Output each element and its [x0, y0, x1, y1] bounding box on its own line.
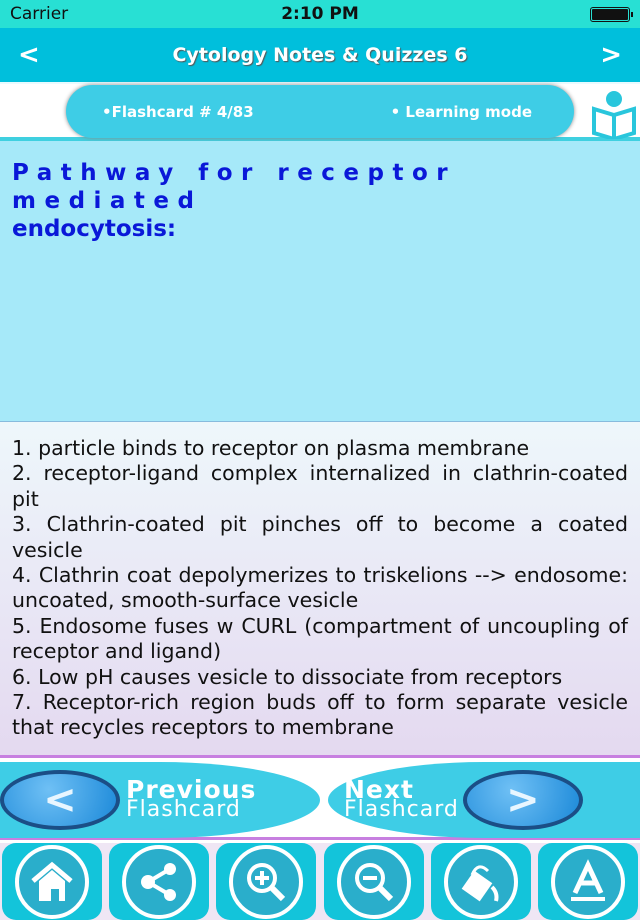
paint-bucket-icon: [461, 864, 499, 901]
chevron-right-icon: >: [462, 770, 583, 830]
flashcard-answer[interactable]: 1. particle binds to receptor on plasma …: [0, 422, 640, 758]
flashcard-question: Pathway for receptor mediated endocytosi…: [0, 141, 640, 422]
carrier: Carrier: [10, 4, 69, 24]
font-button[interactable]: [537, 843, 638, 920]
forward-button[interactable]: >: [600, 40, 622, 70]
back-button[interactable]: <: [18, 40, 40, 70]
answer-step: 5. Endosome fuses w CURL (compartment of…: [12, 613, 628, 664]
home-button[interactable]: [2, 843, 102, 920]
next-label: Next: [344, 775, 414, 804]
answer-step: 6. Low pH causes vesicle to dissociate f…: [12, 664, 563, 689]
question-line-1: Pathway for receptor mediated: [12, 160, 457, 214]
theme-button[interactable]: [430, 843, 531, 920]
mode-label: • Learning mode: [390, 102, 532, 121]
answer-step: 1. particle binds to receptor on plasma …: [12, 436, 530, 460]
next-flashcard-button[interactable]: Next Flashcard >: [328, 762, 640, 838]
answer-step: 4. Clathrin coat depolymerizes to triske…: [12, 563, 628, 613]
info-pill: •Flashcard # 4/83 • Learning mode: [66, 85, 574, 138]
nav-header: < Cytology Notes & Quizzes 6 >: [0, 28, 640, 84]
answer-step: 7. Receptor-rich region buds off to form…: [12, 690, 628, 740]
page-title: Cytology Notes & Quizzes 6: [172, 44, 468, 66]
font-icon: [570, 858, 605, 901]
reading-icon: [592, 91, 636, 139]
zoom-out-button[interactable]: [323, 843, 424, 920]
answer-step: 2. receptor-ligand complex internalized …: [12, 461, 628, 511]
answer-step: 3. Clathrin-coated pit pinches off to be…: [12, 512, 628, 562]
share-icon: [141, 862, 177, 901]
zoom-in-button[interactable]: [216, 843, 317, 920]
share-button[interactable]: [109, 843, 210, 920]
flashcard-counter: •Flashcard # 4/83: [102, 102, 254, 121]
flashcard-nav: < Previous Flashcard Next Flashcard >: [0, 760, 640, 840]
question-line-2: endocytosis:: [12, 216, 177, 242]
clock: 2:10 PM: [281, 4, 359, 24]
status-bar: Carrier 2:10 PM: [0, 0, 640, 28]
prev-label: Previous: [126, 775, 257, 804]
info-band: •Flashcard # 4/83 • Learning mode: [0, 85, 640, 141]
chevron-left-icon: <: [0, 770, 120, 830]
next-sublabel: Flashcard: [344, 797, 459, 822]
zoom-in-icon: [247, 862, 286, 901]
previous-flashcard-button[interactable]: < Previous Flashcard: [0, 762, 320, 838]
zoom-out-icon: [354, 862, 393, 901]
prev-sublabel: Flashcard: [126, 797, 241, 822]
home-icon: [31, 861, 73, 901]
battery-icon: [590, 6, 633, 22]
bottom-toolbar: [0, 843, 640, 920]
